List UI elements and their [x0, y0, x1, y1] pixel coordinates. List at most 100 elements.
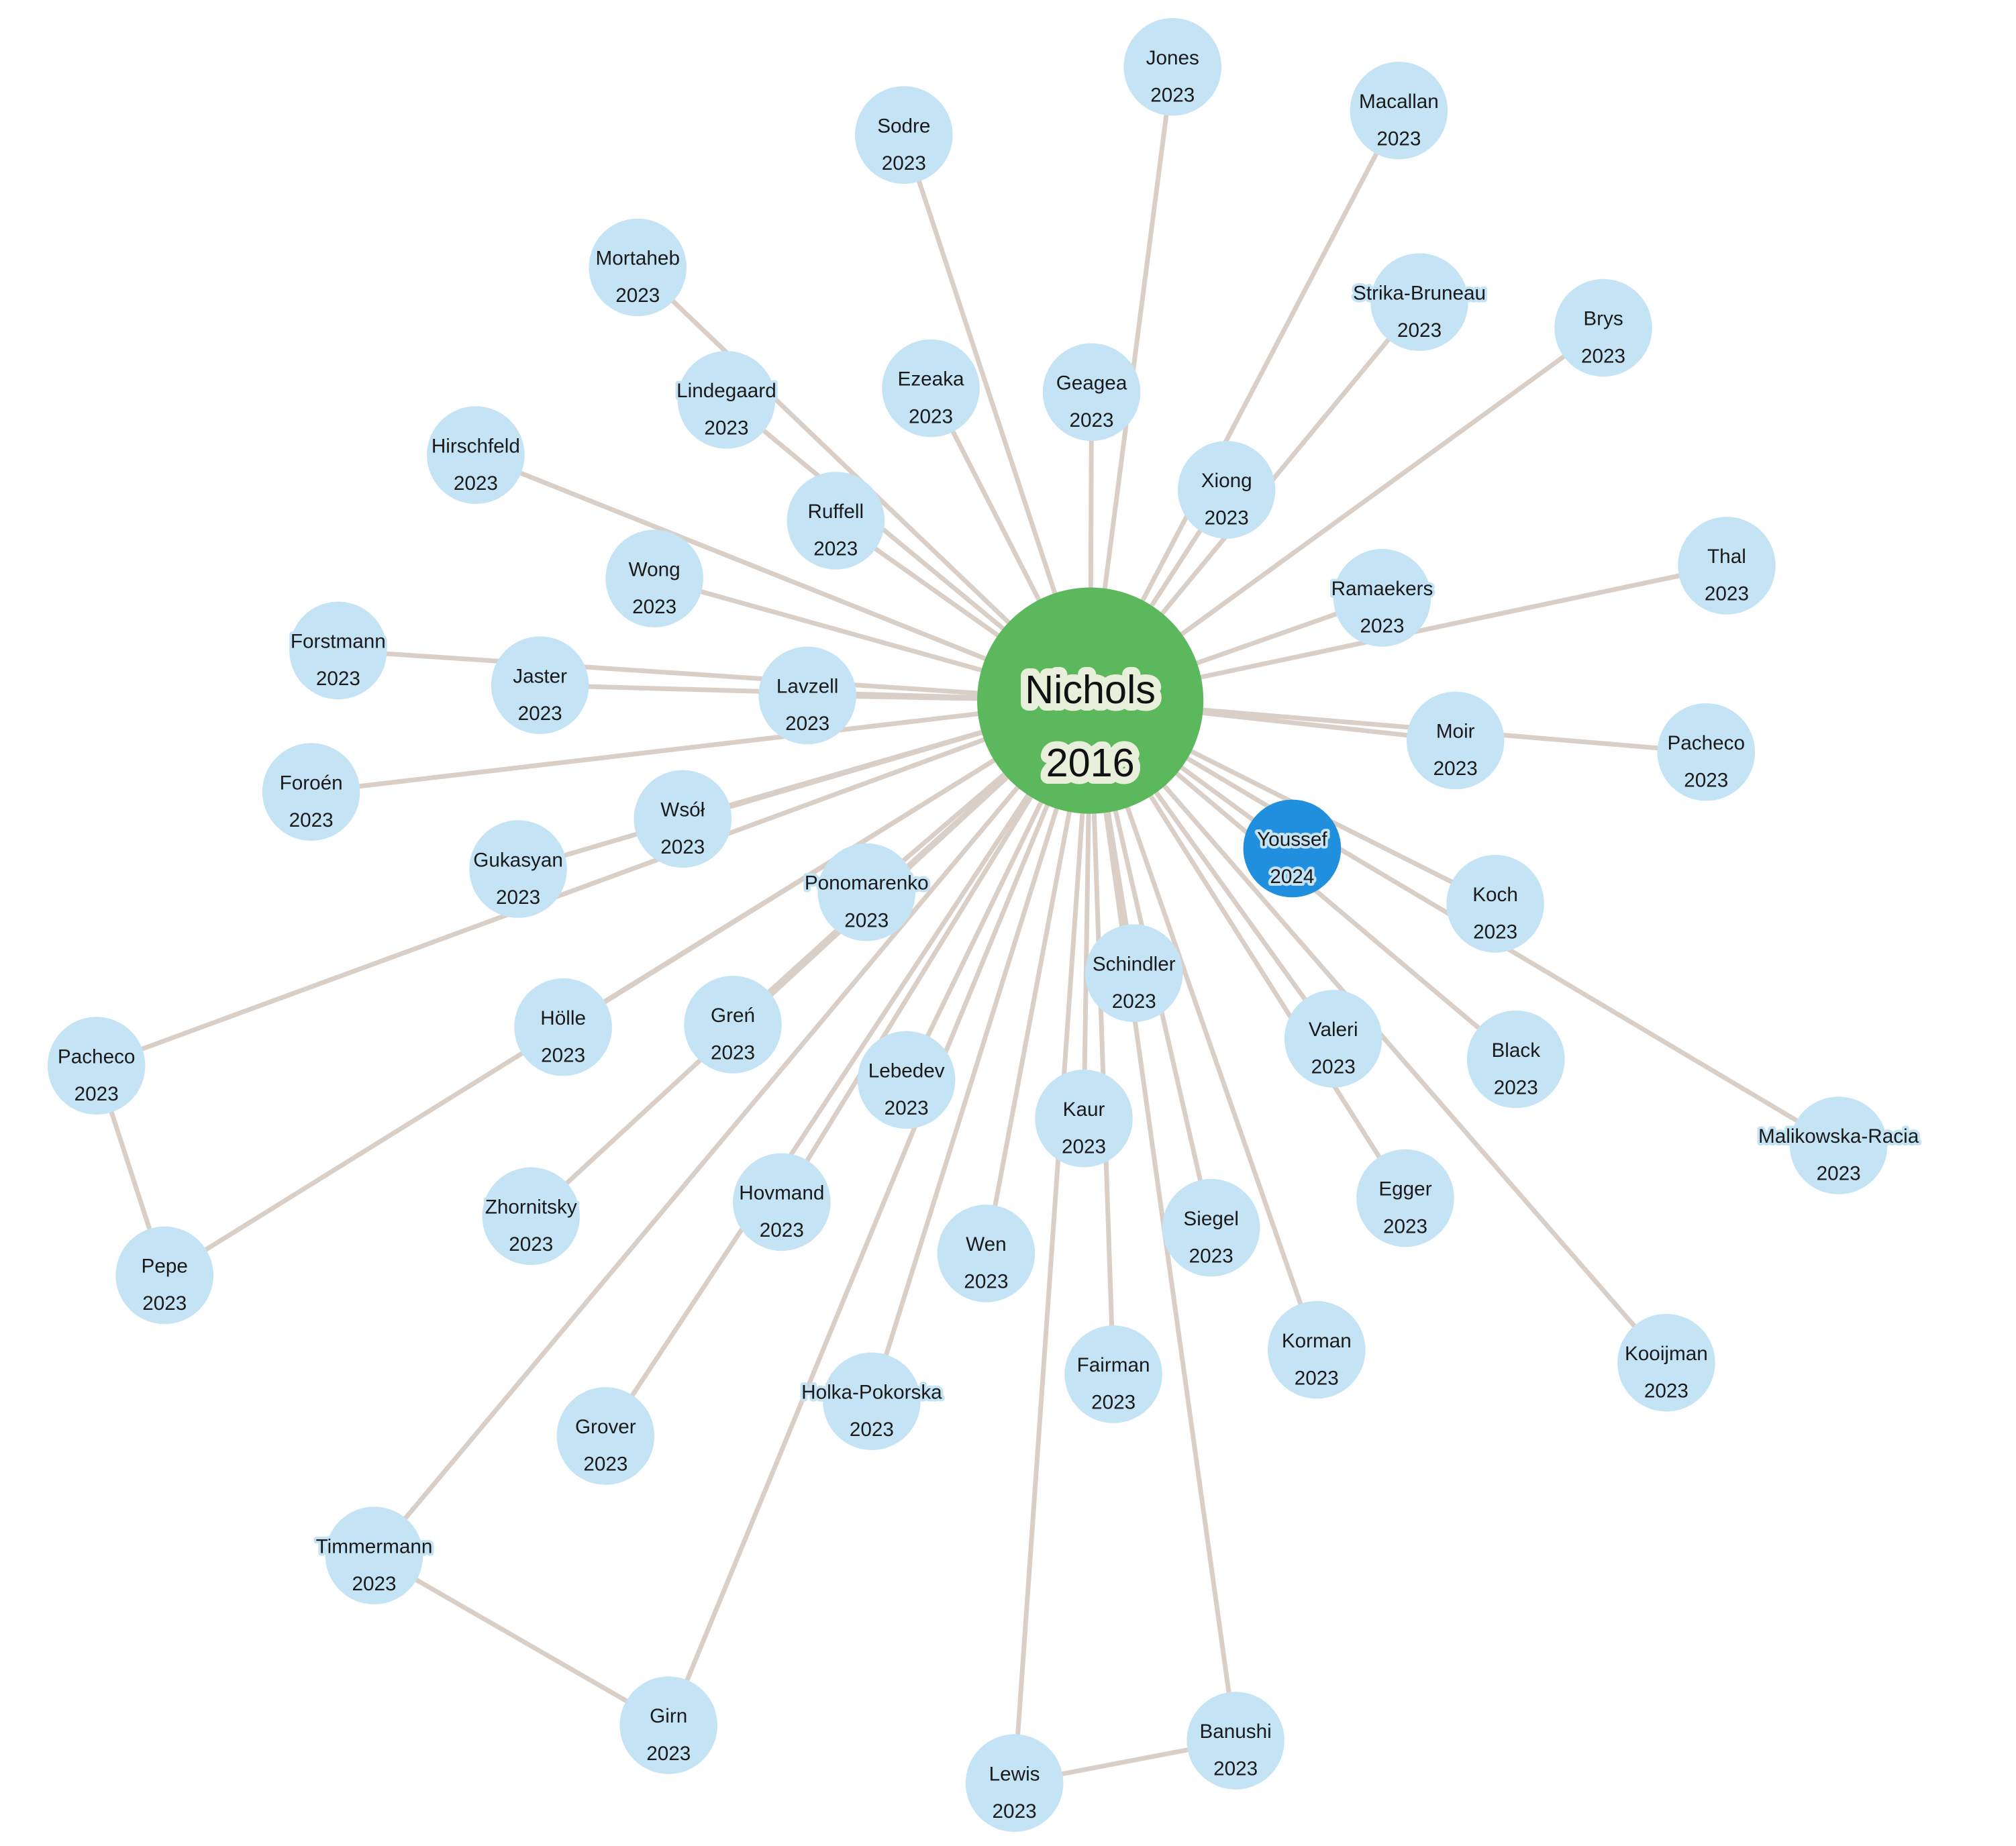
node-year-label: 2023 [1705, 583, 1749, 605]
node-gren-2023[interactable]: Greń 2023 [684, 976, 782, 1074]
node-circle [556, 1387, 655, 1485]
node-author-label: Schindler [1093, 953, 1176, 975]
node-ezeaka-2023[interactable]: Ezeaka 2023 [882, 339, 980, 438]
node-year-label: 2023 [1581, 345, 1625, 367]
node-year-label: 2023 [1213, 1758, 1258, 1780]
node-year-label: 2023 [1817, 1163, 1861, 1185]
node-circle [325, 1506, 423, 1604]
node-year-label: 2023 [1150, 84, 1195, 106]
node-year-label: 2023 [1397, 319, 1442, 342]
node-circle [1187, 1692, 1284, 1790]
node-year-label: 2024 [1270, 866, 1314, 888]
node-year-label: 2023 [760, 1219, 804, 1241]
node-year-label: 2023 [646, 1743, 691, 1765]
node-hovmand-2023[interactable]: Hovmand 2023 [733, 1153, 831, 1251]
node-author-label: Greń [711, 1005, 755, 1027]
node-year-label: 2023 [632, 596, 676, 618]
node-year-label: 2023 [1376, 127, 1421, 150]
node-author-label: Wen [966, 1233, 1007, 1255]
node-wen-2023[interactable]: Wen 2023 [937, 1204, 1036, 1302]
edge-nichols-to-timmermann [372, 698, 1093, 1558]
node-year-label: 2023 [909, 405, 953, 427]
node-year-label: 2023 [711, 1042, 755, 1064]
node-circle [965, 1734, 1064, 1833]
node-circle [1617, 1313, 1715, 1412]
node-author-label: Moir [1436, 721, 1475, 743]
node-year-label: 2023 [142, 1292, 187, 1315]
node-author-label: Ezeaka [898, 368, 965, 391]
node-circle [758, 646, 856, 745]
node-circle [1446, 855, 1544, 953]
node-year-label: 2023 [496, 886, 540, 909]
node-year-label: 2023 [660, 836, 705, 858]
node-circle [937, 1204, 1036, 1302]
node-circle [589, 218, 687, 317]
node-author-label: Banushi [1199, 1721, 1271, 1743]
node-author-label: Black [1491, 1039, 1540, 1062]
node-circle [1177, 441, 1276, 539]
edge-nichols-to-korman [1088, 698, 1319, 1353]
node-year-label: 2023 [1070, 409, 1114, 431]
node-year-label: 2023 [518, 703, 562, 725]
center-year-label: 2016 [1046, 740, 1135, 785]
node-year-label: 2023 [964, 1271, 1008, 1293]
node-author-label: Hovmand [739, 1182, 824, 1204]
node-circle [817, 843, 916, 941]
node-circle [262, 743, 360, 841]
node-circle [427, 406, 525, 504]
node-banushi-2023[interactable]: Banushi 2023 [1187, 1692, 1284, 1790]
center-node-circle [977, 587, 1204, 814]
node-circle [684, 976, 782, 1074]
node-year-label: 2023 [885, 1097, 929, 1119]
edge-nichols-to-pepe [162, 698, 1093, 1278]
node-author-label: Pacheco [1668, 732, 1746, 754]
node-author-label: Holka-Pokorska [801, 1381, 942, 1403]
